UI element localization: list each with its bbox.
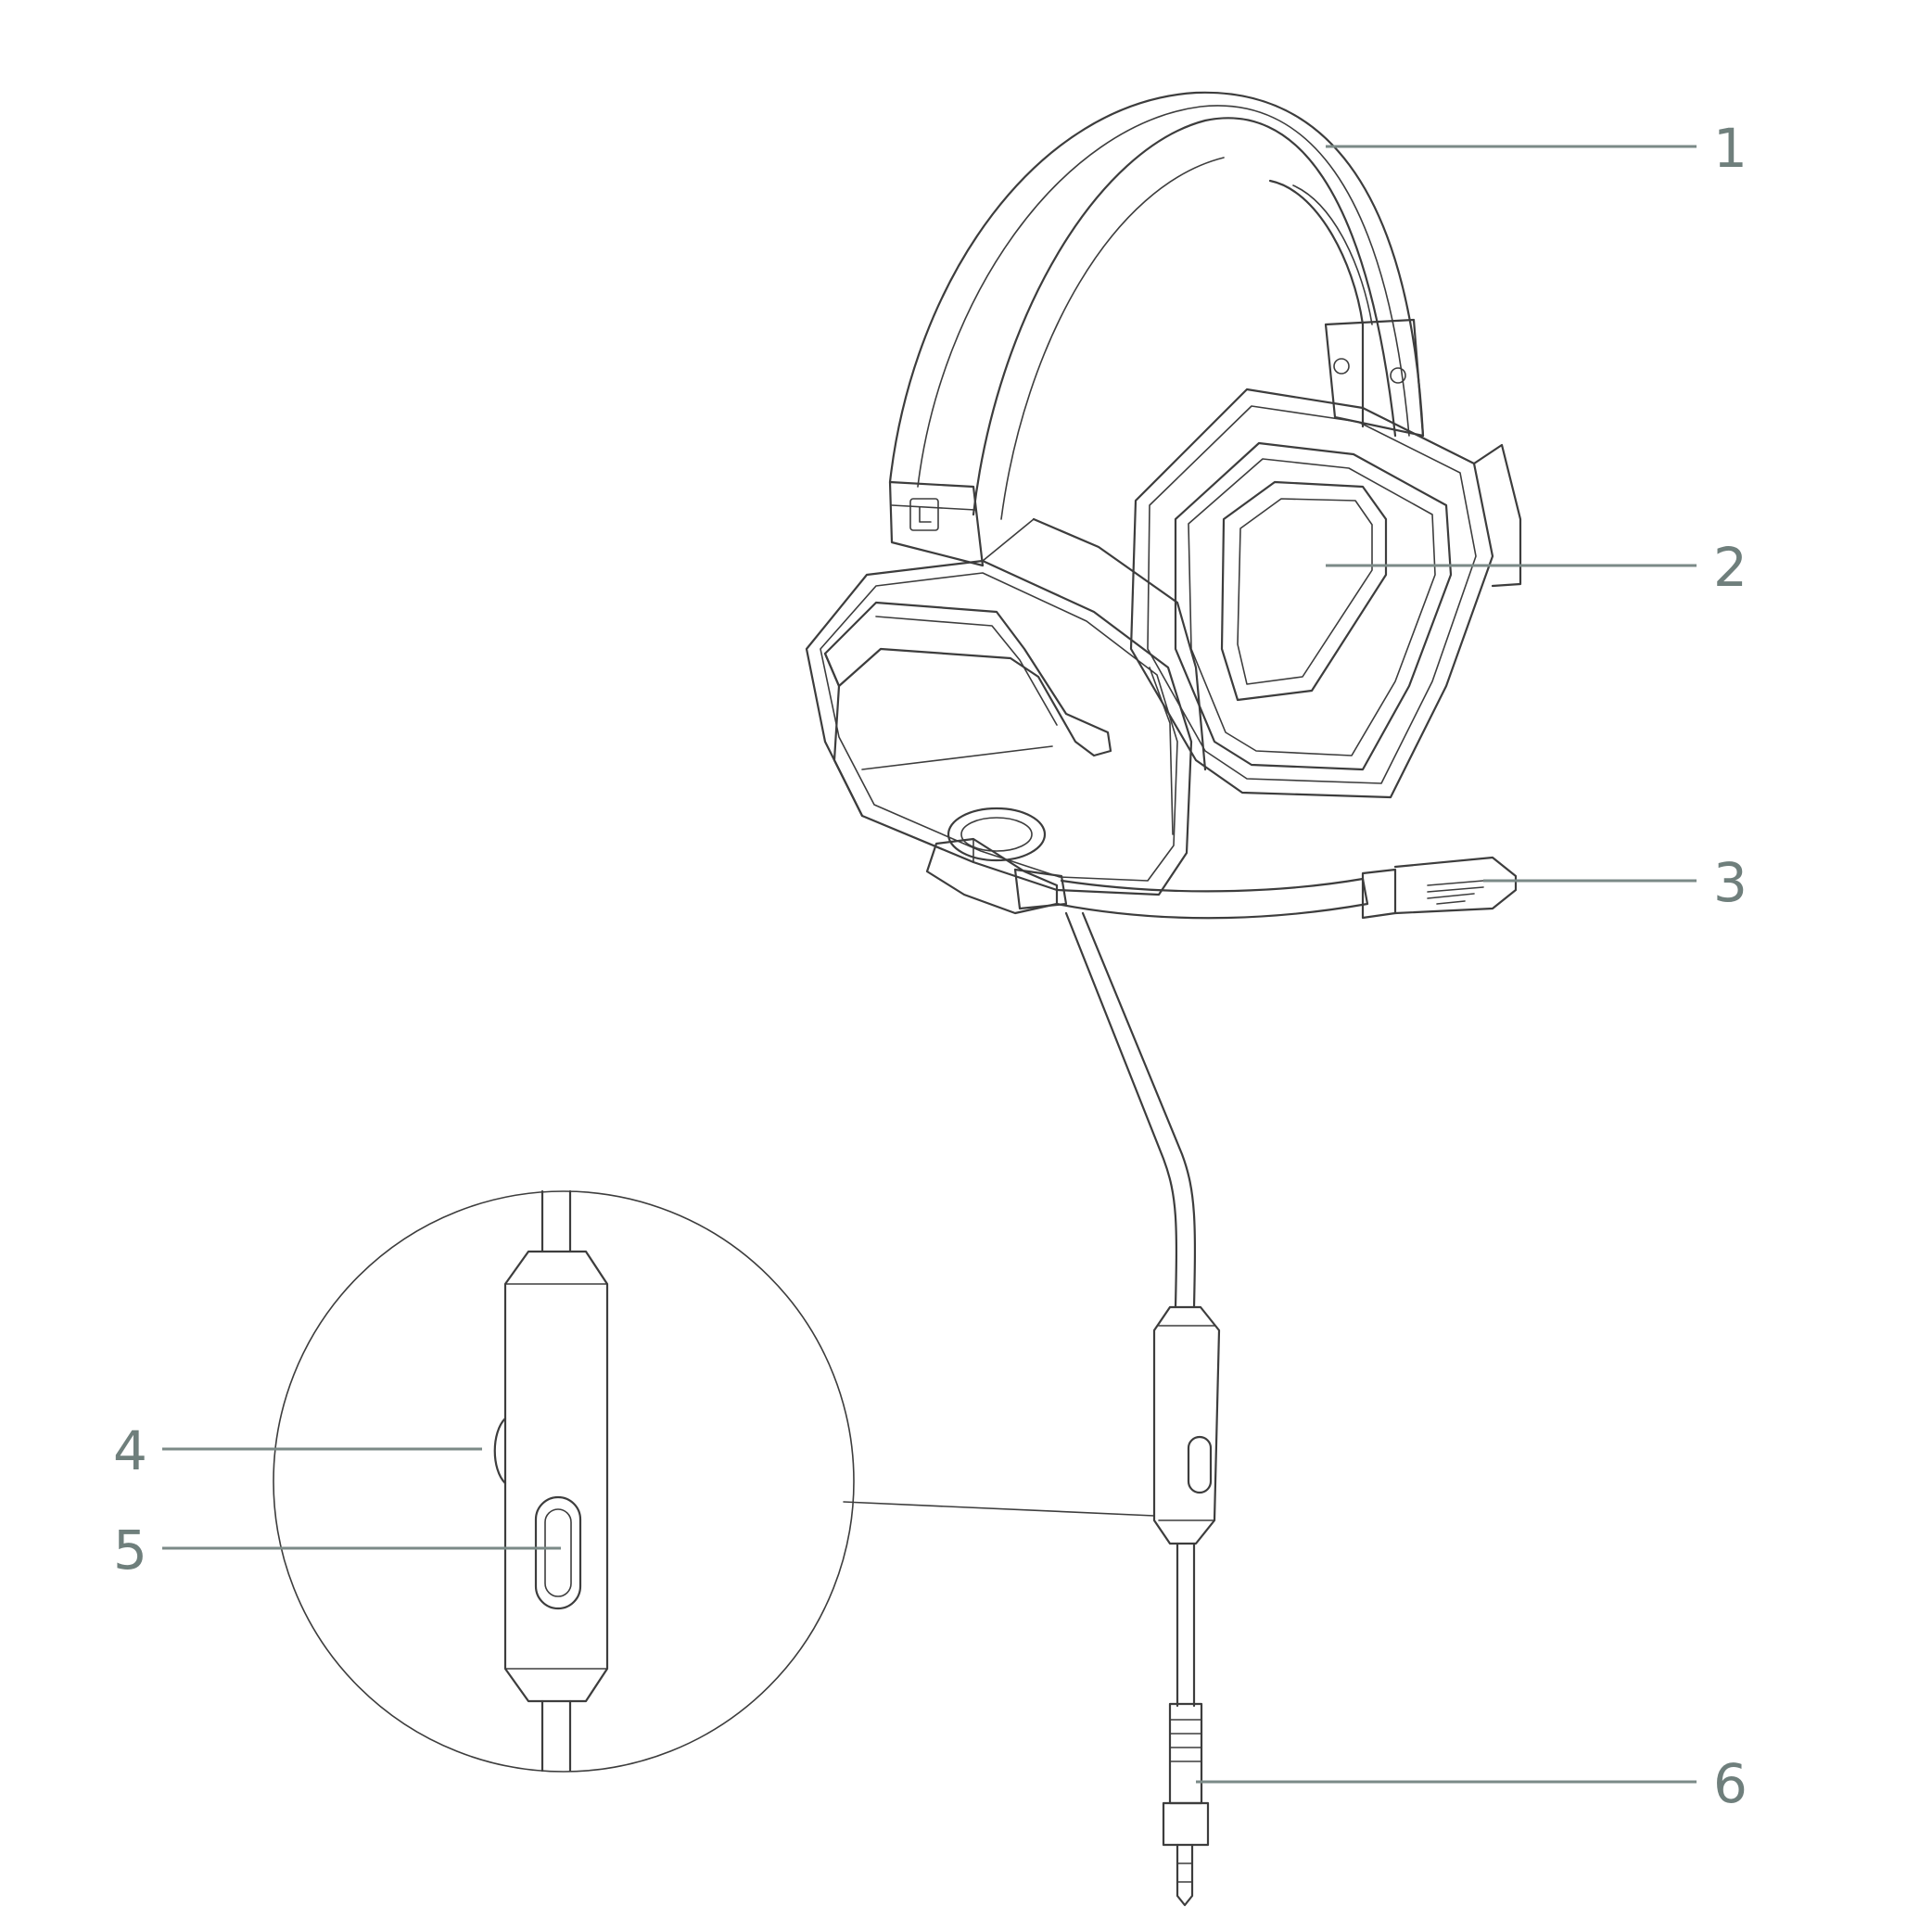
callout-4: 4: [113, 1419, 147, 1482]
headband: [888, 91, 1425, 567]
microphone-boom: [925, 807, 1518, 920]
callouts: 1 2 3 4 5 6: [113, 117, 1748, 1815]
callout-3: 3: [1713, 851, 1748, 914]
headset-cable: [1064, 911, 1221, 1907]
callout-6: 6: [1713, 1752, 1748, 1815]
inline-control-zoom: [273, 1189, 1155, 1773]
callout-5: 5: [113, 1519, 147, 1582]
left-side-marker: [909, 498, 939, 531]
callout-1: 1: [1713, 117, 1748, 180]
right-ear-cup: [1129, 388, 1522, 799]
callout-2: 2: [1713, 536, 1748, 599]
left-ear-cup: [805, 517, 1207, 896]
